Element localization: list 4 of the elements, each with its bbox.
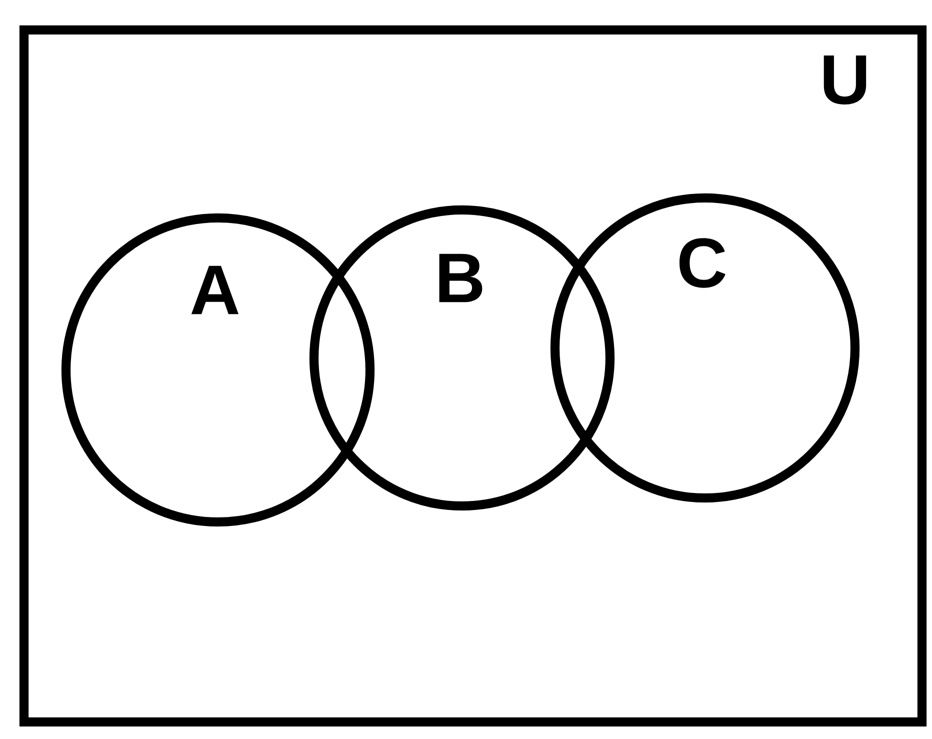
- set-label: B: [439, 254, 482, 302]
- set-label: U: [824, 55, 866, 104]
- set-label: A: [191, 266, 239, 314]
- set-label: C: [680, 238, 726, 288]
